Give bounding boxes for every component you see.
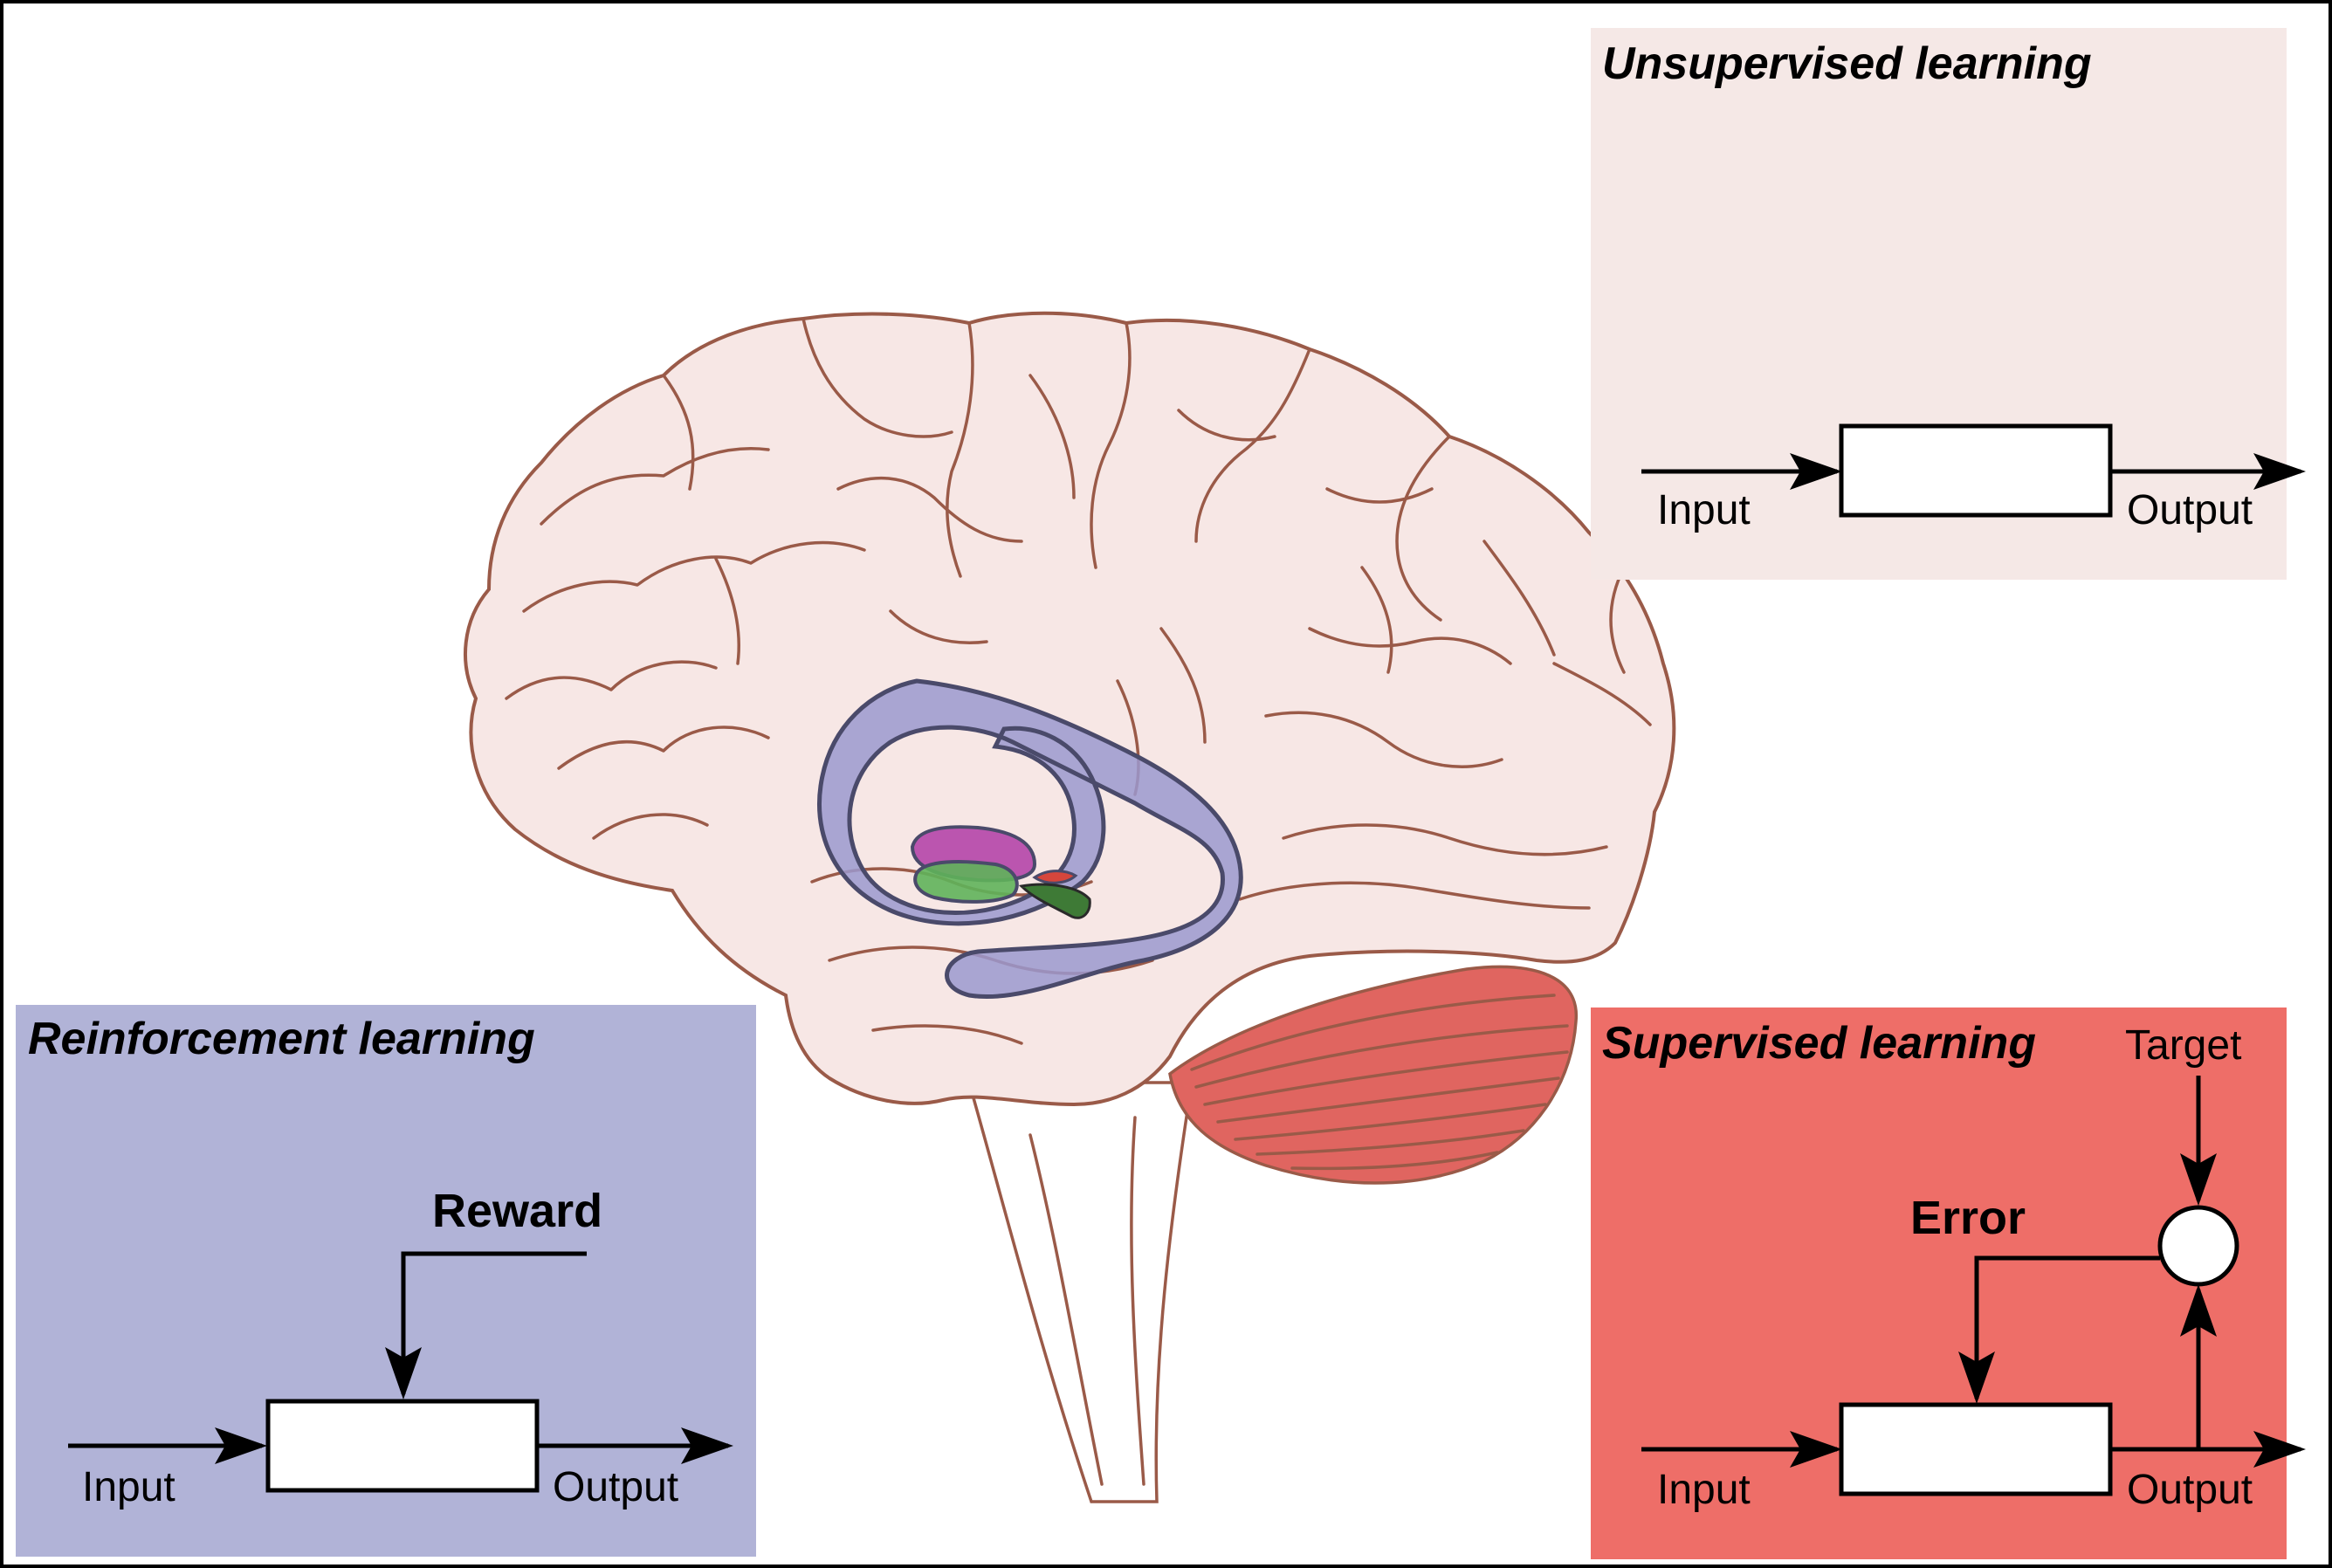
supervised-output-label: Output: [2127, 1467, 2253, 1513]
supervised-block: [1839, 1402, 2113, 1496]
supervised-input-label: Input: [1657, 1467, 1751, 1513]
unsupervised-block: [1839, 423, 2113, 518]
structure-green: [913, 860, 1019, 904]
error-label: Error: [1910, 1192, 2026, 1244]
brain-stem: [967, 1081, 1194, 1503]
cerebrum: [464, 311, 1676, 1107]
structure-darkgreen: [1018, 883, 1091, 919]
reinforcement-output-label: Output: [553, 1464, 678, 1510]
reward-label: Reward: [432, 1185, 602, 1237]
comparator-circle-icon: [2157, 1205, 2239, 1287]
reinforcement-input-label: Input: [82, 1464, 175, 1510]
unsupervised-panel: Unsupervised learning Input Output: [1591, 28, 2306, 580]
supervised-panel: Supervised learning Target Error Input O…: [1591, 1008, 2306, 1559]
target-label: Target: [2125, 1022, 2241, 1069]
cerebellum: [1168, 965, 1578, 1185]
unsupervised-title: Unsupervised learning: [1602, 38, 2092, 89]
supervised-title: Supervised learning: [1602, 1018, 2036, 1069]
unsupervised-input-label: Input: [1657, 487, 1751, 533]
brain-illustration-icon: [464, 311, 1676, 1503]
structure-red: [1032, 870, 1078, 884]
limbic-structure: [817, 678, 1243, 1000]
reinforcement-block: [265, 1399, 540, 1493]
reinforcement-panel: Reinforcement learning Reward Input Outp…: [16, 1005, 756, 1557]
reinforcement-title: Reinforcement learning: [28, 1014, 535, 1064]
unsupervised-output-label: Output: [2127, 487, 2253, 533]
